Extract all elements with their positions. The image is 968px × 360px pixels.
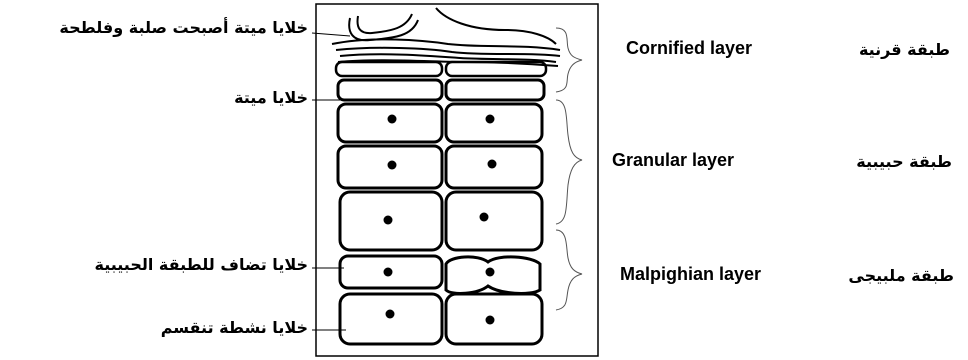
label-cornified-layer-ar: طبقة قرنية [859, 40, 950, 59]
label-malpighian-layer-ar: طبقة ملبيجى [848, 266, 954, 285]
label-cells-added-to-granular-layer: خلايا تضاف للطبقة الحبيبية [95, 255, 309, 274]
label-dead-hardened-flattened-cells: خلايا ميتة أصبحت صلبة وفلطحة [59, 18, 308, 37]
brace-malpighian [556, 230, 582, 310]
label-dead-cells: خلايا ميتة [234, 88, 308, 107]
cell-rows [338, 80, 544, 344]
label-active-dividing-cells: خلايا نشطة تنقسم [161, 318, 308, 337]
brace-cornified [556, 28, 582, 92]
label-cornified-layer-en: Cornified layer [626, 38, 752, 59]
layer-braces [556, 28, 582, 310]
label-granular-layer-ar: طبقة حبيبية [856, 152, 952, 171]
label-granular-layer-en: Granular layer [612, 150, 734, 171]
label-malpighian-layer-en: Malpighian layer [620, 264, 761, 285]
cornified-cells [332, 8, 560, 66]
brace-granular [556, 100, 582, 224]
